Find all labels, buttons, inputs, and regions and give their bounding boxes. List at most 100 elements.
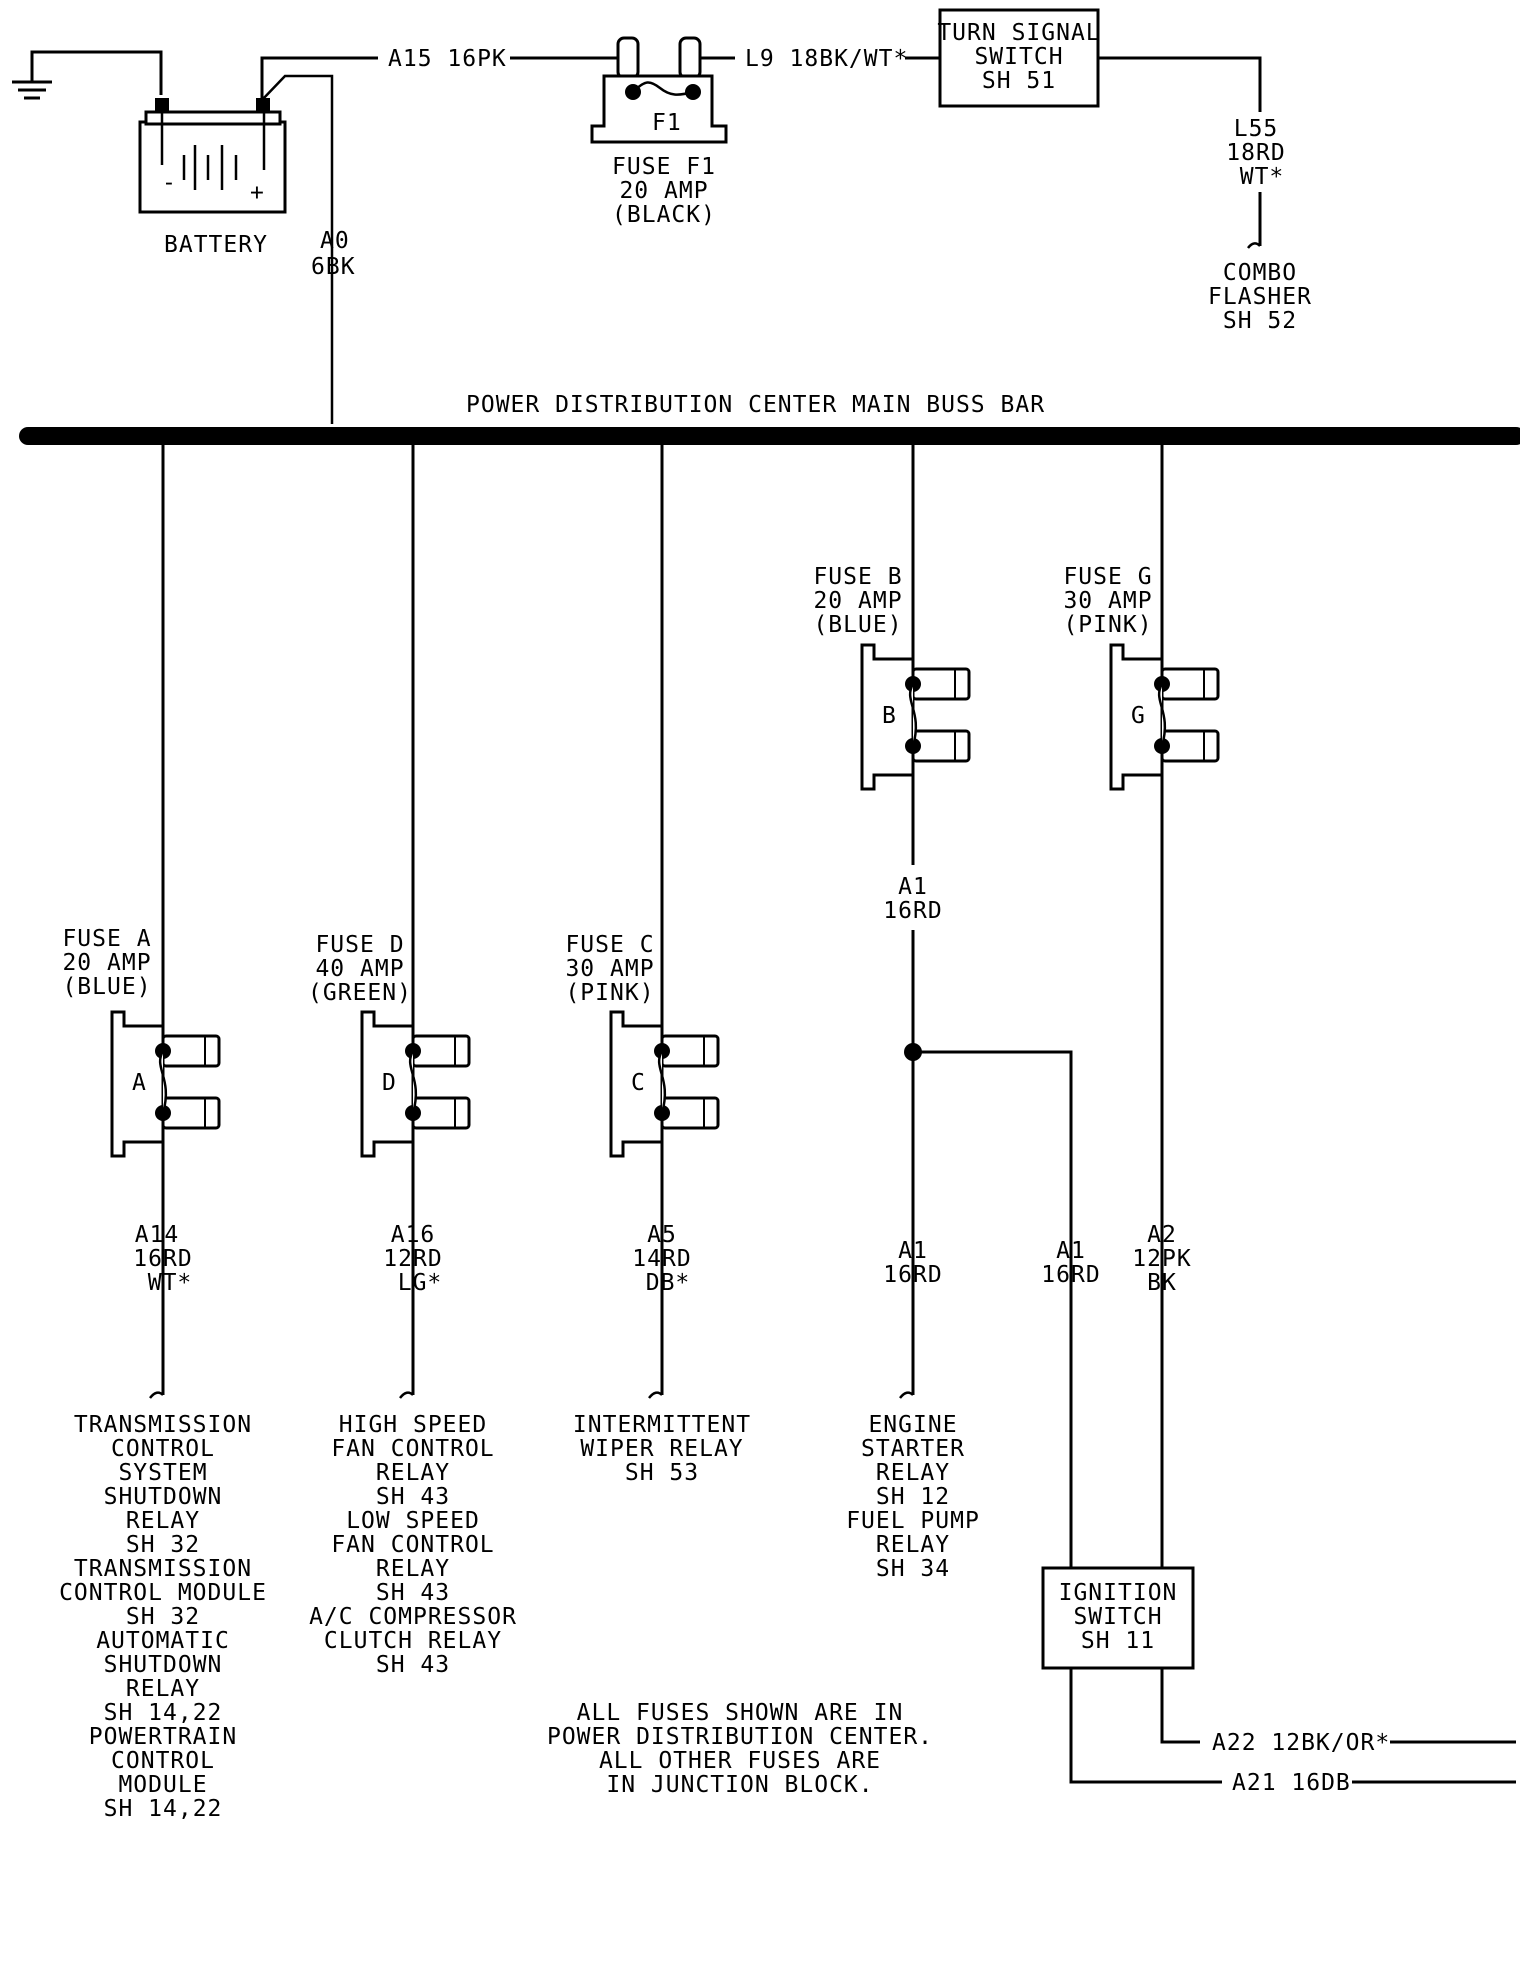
fuse-g-icon: G bbox=[1109, 643, 1220, 791]
fuse-c-circuit: FUSE C 30 AMP (PINK) C A5 14RD DB* INTER… bbox=[565, 436, 750, 1486]
wire-a1-top-line-2: 16RD bbox=[883, 898, 942, 924]
fuse-a-dest-13: SH 14,22 bbox=[104, 1700, 223, 1726]
fuse-f1-line-2: 20 AMP bbox=[619, 178, 708, 204]
wire-a5-line-2: 14RD bbox=[632, 1246, 691, 1272]
wire-a2-line-2: 12PK bbox=[1132, 1246, 1191, 1272]
fuse-a-dest-3: SYSTEM bbox=[118, 1460, 207, 1486]
wire-a15-label: A15 16PK bbox=[388, 46, 507, 72]
note-line-3: ALL OTHER FUSES ARE bbox=[599, 1748, 881, 1774]
fuse-a-destinations: TRANSMISSION CONTROL SYSTEM SHUTDOWN REL… bbox=[59, 1412, 267, 1822]
wire-a2-line-1: A2 bbox=[1147, 1222, 1177, 1248]
wire-a5-line-1: A5 bbox=[647, 1222, 677, 1248]
fuse-f1-id: F1 bbox=[652, 110, 682, 136]
fuse-d-id: D bbox=[382, 1070, 397, 1096]
fuse-c-id: C bbox=[631, 1070, 646, 1096]
fuse-a-dest-9: SH 32 bbox=[126, 1604, 200, 1630]
fuse-c-dest-2: WIPER RELAY bbox=[580, 1436, 743, 1462]
connector-icon bbox=[149, 1391, 164, 1399]
fuse-c-line-1: FUSE C bbox=[565, 932, 654, 958]
fuse-d-line-3: (GREEN) bbox=[308, 980, 412, 1006]
battery-wire-code: A0 bbox=[320, 228, 350, 254]
combo-flasher-line-2: FLASHER bbox=[1208, 284, 1312, 310]
fuse-b-dest-1: ENGINE bbox=[868, 1412, 957, 1438]
fuse-b-dest-5: FUEL PUMP bbox=[846, 1508, 980, 1534]
fuse-a-dest-17: SH 14,22 bbox=[104, 1796, 223, 1822]
fuse-a-line-1: FUSE A bbox=[62, 926, 151, 952]
fuse-d-dest-1: HIGH SPEED bbox=[339, 1412, 487, 1438]
fuse-d-dest-4: SH 43 bbox=[376, 1484, 450, 1510]
fuse-a-dest-5: RELAY bbox=[126, 1508, 200, 1534]
fuse-b-line-1: FUSE B bbox=[813, 564, 902, 590]
fuse-f1-line-3: (BLACK) bbox=[612, 202, 716, 228]
ignition-switch-line-2: SWITCH bbox=[1073, 1604, 1162, 1630]
fuse-b-icon: B bbox=[860, 643, 971, 791]
fuse-b-id: B bbox=[882, 703, 897, 729]
fuse-c-line-3: (PINK) bbox=[565, 980, 654, 1006]
combo-flasher-line-3: SH 52 bbox=[1223, 308, 1297, 334]
ignition-switch-line-1: IGNITION bbox=[1059, 1580, 1178, 1606]
connector-icon bbox=[648, 1391, 663, 1399]
fuse-a-dest-6: SH 32 bbox=[126, 1532, 200, 1558]
wire-a2-line-3: BK bbox=[1147, 1270, 1177, 1296]
turn-signal-line-2: SWITCH bbox=[974, 44, 1063, 70]
fuse-d-line-1: FUSE D bbox=[315, 932, 404, 958]
fuse-a-dest-16: MODULE bbox=[118, 1772, 207, 1798]
fuse-a-dest-8: CONTROL MODULE bbox=[59, 1580, 267, 1606]
fuse-g-line-3: (PINK) bbox=[1063, 612, 1152, 638]
fuse-b-dest-7: SH 34 bbox=[876, 1556, 950, 1582]
fuse-a-dest-10: AUTOMATIC bbox=[96, 1628, 230, 1654]
fuse-d-dest-11: SH 43 bbox=[376, 1652, 450, 1678]
wire-a14-line-1: A14 bbox=[135, 1222, 180, 1248]
fuse-d-dest-8: SH 43 bbox=[376, 1580, 450, 1606]
wire-l55-line-3: WT* bbox=[1240, 164, 1285, 190]
fuse-b-dest-3: RELAY bbox=[876, 1460, 950, 1486]
fuse-c-dest-3: SH 53 bbox=[625, 1460, 699, 1486]
fuse-d-circuit: FUSE D 40 AMP (GREEN) D A16 12RD LG* HIG… bbox=[308, 436, 516, 1678]
wire-a1-line-2: 16RD bbox=[883, 1262, 942, 1288]
fuse-d-dest-5: LOW SPEED bbox=[346, 1508, 480, 1534]
fuse-a-dest-12: RELAY bbox=[126, 1676, 200, 1702]
fuse-a-dest-4: SHUTDOWN bbox=[104, 1484, 223, 1510]
fuse-g-id: G bbox=[1131, 703, 1146, 729]
fuse-d-line-2: 40 AMP bbox=[315, 956, 404, 982]
fuse-a-dest-2: CONTROL bbox=[111, 1436, 215, 1462]
connector-icon bbox=[899, 1391, 914, 1399]
buss-bar-label: POWER DISTRIBUTION CENTER MAIN BUSS BAR bbox=[466, 392, 1045, 418]
ignition-feed-line-2: 16RD bbox=[1041, 1262, 1100, 1288]
fuse-a-id: A bbox=[132, 1070, 147, 1096]
turn-signal-line-3: SH 51 bbox=[982, 68, 1056, 94]
fuse-d-dest-3: RELAY bbox=[376, 1460, 450, 1486]
battery-label: BATTERY bbox=[164, 232, 268, 258]
fuse-a-line-2: 20 AMP bbox=[62, 950, 151, 976]
fuse-a-line-3: (BLUE) bbox=[62, 974, 151, 1000]
fuse-d-dest-7: RELAY bbox=[376, 1556, 450, 1582]
fuse-d-dest-6: FAN CONTROL bbox=[331, 1532, 494, 1558]
fuse-g-circuit: FUSE G 30 AMP (PINK) G A2 12PK BK bbox=[1063, 436, 1220, 1568]
fuse-b-line-2: 20 AMP bbox=[813, 588, 902, 614]
battery-minus-label: - bbox=[162, 170, 177, 196]
wire-a1-line-1: A1 bbox=[898, 1238, 928, 1264]
fuse-note: ALL FUSES SHOWN ARE IN POWER DISTRIBUTIO… bbox=[547, 1700, 933, 1798]
fuse-a-icon: A bbox=[110, 1010, 221, 1158]
wire-a21-label: A21 16DB bbox=[1232, 1770, 1351, 1796]
ground-icon bbox=[12, 50, 163, 100]
fuse-f1-line-1: FUSE F1 bbox=[612, 154, 716, 180]
fuse-d-destinations: HIGH SPEED FAN CONTROL RELAY SH 43 LOW S… bbox=[309, 1412, 516, 1678]
fuse-a-dest-11: SHUTDOWN bbox=[104, 1652, 223, 1678]
fuse-d-icon: D bbox=[360, 1010, 471, 1158]
combo-flasher-line-1: COMBO bbox=[1223, 260, 1297, 286]
wire-a14-line-2: 16RD bbox=[133, 1246, 192, 1272]
fuse-b-dest-6: RELAY bbox=[876, 1532, 950, 1558]
fuse-c-icon: C bbox=[609, 1010, 720, 1158]
fuse-a-dest-1: TRANSMISSION bbox=[74, 1412, 252, 1438]
fuse-a-dest-15: CONTROL bbox=[111, 1748, 215, 1774]
battery-wire-spec: 6BK bbox=[311, 254, 356, 280]
fuse-b-line-3: (BLUE) bbox=[813, 612, 902, 638]
wire-a14-line-3: WT* bbox=[148, 1270, 193, 1296]
battery-icon: - + bbox=[138, 56, 334, 424]
turn-signal-switch-box bbox=[938, 8, 1100, 108]
wire-a16-line-1: A16 bbox=[391, 1222, 436, 1248]
note-line-2: POWER DISTRIBUTION CENTER. bbox=[547, 1724, 933, 1750]
fuse-c-line-2: 30 AMP bbox=[565, 956, 654, 982]
